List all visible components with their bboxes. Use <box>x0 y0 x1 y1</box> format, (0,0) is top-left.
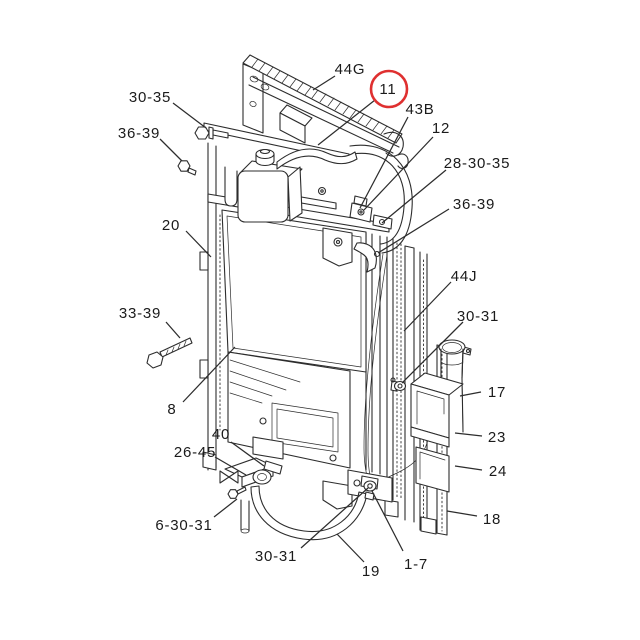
callout-17: 17 <box>488 384 506 401</box>
mid-support-bracket <box>322 227 353 267</box>
bolt-33-39 <box>146 337 193 369</box>
leader-line <box>159 138 183 162</box>
leader-line <box>300 487 369 549</box>
callout-30-35: 30-35 <box>129 89 171 106</box>
bolt-36-39-left <box>177 160 197 176</box>
callout-36-39-right: 36-39 <box>453 196 495 213</box>
mounting-block <box>279 104 313 144</box>
leader-line <box>403 281 452 332</box>
callout-12: 12 <box>432 120 450 137</box>
outlet-elbow <box>353 242 381 273</box>
leader-line <box>165 321 181 339</box>
callout-44G: 44G <box>335 61 366 78</box>
callout-43B: 43B <box>405 101 434 118</box>
callout-11: 11 <box>379 81 396 98</box>
callout-8: 8 <box>167 401 176 418</box>
radiator-assembly-drawing <box>146 54 472 541</box>
leader-line <box>214 456 247 476</box>
callout-30-31-bottom: 30-31 <box>255 548 297 565</box>
leader-line <box>359 116 409 209</box>
callout-36-39-left: 36-39 <box>118 125 160 142</box>
leader-line <box>336 533 365 563</box>
bottle-bracket-box <box>410 372 464 493</box>
callout-18: 18 <box>483 511 501 528</box>
callout-33-39: 33-39 <box>119 305 161 322</box>
callout-26-45: 26-45 <box>174 444 216 461</box>
left-frame-member-20 <box>199 142 221 471</box>
hose-fitting-30-31 <box>390 377 407 392</box>
callout-28-30-35: 28-30-35 <box>444 155 510 172</box>
leader-line <box>459 391 482 397</box>
strap-23 <box>410 426 450 448</box>
leader-line <box>377 208 450 254</box>
callout-24: 24 <box>489 463 507 480</box>
highlight-circle-11 <box>369 69 409 109</box>
top-mounting-bar-44G <box>242 54 403 154</box>
leader-line <box>185 230 212 258</box>
leader-line <box>182 346 236 403</box>
leader-line <box>172 102 207 129</box>
lower-tank-plate-8 <box>227 351 393 510</box>
leader-line <box>381 169 447 224</box>
callout-30-31-right: 30-31 <box>457 308 499 325</box>
leader-line <box>454 432 483 437</box>
bracket-24 <box>415 446 450 493</box>
leader-line <box>371 490 404 552</box>
callout-labels: 44G 11 43B 12 28-30-35 36-39 44J 30-31 1… <box>118 61 510 580</box>
leader-line <box>446 510 478 517</box>
leader-line <box>317 99 376 146</box>
shroud-clamp-bracket <box>349 195 373 223</box>
leader-line <box>213 498 238 518</box>
leader-lines <box>159 75 483 563</box>
callout-23: 23 <box>488 429 506 446</box>
leader-line <box>401 321 464 384</box>
leader-line <box>454 465 483 471</box>
callout-40: 40 <box>212 426 230 443</box>
hanger-tab <box>224 166 238 207</box>
lower-clamp-assembly <box>219 457 283 499</box>
callout-6-30-31: 6-30-31 <box>155 517 212 534</box>
callout-44J: 44J <box>451 268 478 285</box>
callout-1-7: 1-7 <box>404 556 428 573</box>
leader-line <box>312 75 336 91</box>
leader-line <box>363 136 434 211</box>
expansion-tank <box>237 160 303 223</box>
leader-line <box>230 441 265 467</box>
callout-20: 20 <box>162 217 180 234</box>
filler-cap <box>255 148 275 167</box>
upper-hose <box>276 148 358 170</box>
callout-19: 19 <box>362 563 380 580</box>
